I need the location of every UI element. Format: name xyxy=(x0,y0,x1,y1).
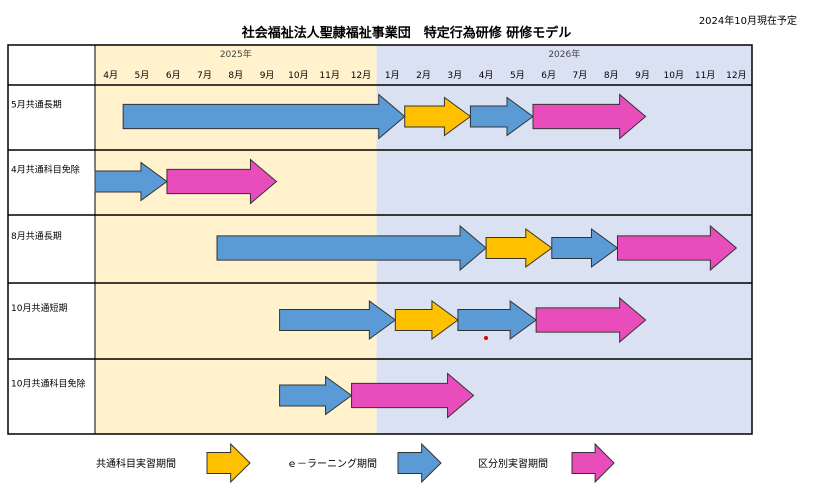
month-label: 8月 xyxy=(604,70,619,81)
elearning-arrow xyxy=(457,300,537,340)
timeline-frame xyxy=(7,44,753,435)
month-label: 10月 xyxy=(288,70,308,81)
common-subject-arrow xyxy=(394,300,459,340)
practice-arrow xyxy=(166,158,278,205)
status-note: 2024年10月現在予定 xyxy=(698,16,797,27)
elearning-arrow xyxy=(469,96,534,137)
practice-arrow xyxy=(535,296,647,344)
month-label: 11月 xyxy=(695,70,715,81)
month-label: 11月 xyxy=(319,70,339,81)
row-label: 5月共通長期 xyxy=(11,100,62,111)
elearning-arrow xyxy=(94,161,168,202)
practice-arrow xyxy=(532,93,647,140)
legend-elearning-arrow xyxy=(397,442,442,484)
month-label: 6月 xyxy=(166,70,181,81)
month-label: 9月 xyxy=(260,70,275,81)
year-label-1: 2025年 xyxy=(220,48,252,60)
month-label: 7月 xyxy=(573,70,588,81)
legend-label-common: 共通科目実習期間 xyxy=(96,457,176,470)
elearning-arrow xyxy=(279,300,397,340)
common-subject-arrow xyxy=(404,96,472,137)
elearning-arrow xyxy=(122,93,406,140)
legend-label-practice: 区分別実習期間 xyxy=(478,457,548,470)
month-label: 7月 xyxy=(197,70,212,81)
month-label: 5月 xyxy=(135,70,150,81)
month-label: 12月 xyxy=(726,70,746,81)
legend-common-subject-arrow xyxy=(206,442,251,484)
elearning-arrow xyxy=(551,228,619,268)
page-title: 社会福祉法人聖隷福祉事業団 特定行為研修 研修モデル xyxy=(241,26,572,41)
row-label: 4月共通科目免除 xyxy=(11,164,80,176)
row-label: 10月共通科目免除 xyxy=(11,378,85,390)
month-label: 4月 xyxy=(103,70,118,81)
row-label: 8月共通長期 xyxy=(11,231,62,242)
elearning-arrow xyxy=(216,224,487,272)
month-label: 9月 xyxy=(635,70,650,81)
practice-arrow xyxy=(351,372,475,419)
red-dot-mark xyxy=(484,336,488,340)
month-label: 8月 xyxy=(228,70,243,81)
month-label: 6月 xyxy=(541,70,556,81)
practice-arrow xyxy=(616,224,738,272)
month-label: 10月 xyxy=(664,70,684,81)
month-label: 2月 xyxy=(416,70,431,81)
year-label-2: 2026年 xyxy=(548,48,580,60)
common-subject-arrow xyxy=(485,228,553,268)
month-label: 3月 xyxy=(447,70,462,81)
month-label: 4月 xyxy=(479,70,494,81)
month-label: 12月 xyxy=(351,70,371,81)
month-label: 5月 xyxy=(510,70,525,81)
elearning-arrow xyxy=(279,375,353,416)
row-label: 10月共通短期 xyxy=(11,302,67,314)
legend-label-elearning: ｅ－ラーニング期間 xyxy=(287,457,377,470)
month-label: 1月 xyxy=(385,70,400,81)
legend-practice-arrow xyxy=(571,442,615,484)
